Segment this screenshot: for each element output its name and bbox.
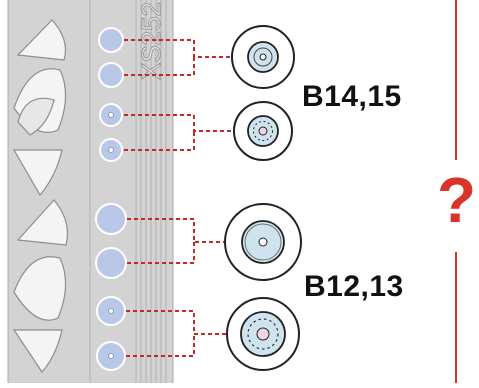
divider-line-top	[455, 0, 457, 160]
pe-disc-b13	[95, 247, 127, 279]
label-b12-13: B12,13	[304, 270, 404, 303]
wheel-detail-b14-15-outer	[231, 25, 295, 89]
leader-b12-13-outer	[127, 218, 226, 264]
frame-parts	[12, 19, 69, 373]
leader-b14-15-outer	[124, 39, 232, 76]
windscreen-part-icon	[13, 256, 67, 321]
windscreen-part-icon	[16, 199, 69, 246]
photo-etch-fret: XS252	[7, 0, 174, 386]
fret-sprue-lines	[89, 0, 167, 383]
windscreen-part-icon	[12, 329, 63, 373]
windscreen-part-icon	[12, 149, 63, 197]
label-b14-15: B14,15	[302, 80, 402, 113]
pe-disc-b15	[98, 62, 124, 88]
pe-discs	[95, 27, 127, 371]
leader-lines	[124, 39, 234, 357]
leader-b12-13-inner	[126, 310, 228, 357]
wheel-detail-b14-15-inner	[233, 101, 293, 161]
divider-line-bottom	[455, 252, 457, 383]
pe-disc-b14	[98, 27, 124, 53]
wheel-detail-b12-13-outer	[224, 203, 302, 281]
windscreen-part-icon	[17, 97, 55, 136]
windscreen-part-icon	[16, 19, 67, 61]
wheel-detail-b12-13-inner	[226, 297, 300, 371]
leader-b14-15-inner	[124, 114, 234, 151]
question-mark-icon: ?	[437, 164, 477, 236]
pe-disc-b12	[95, 203, 127, 235]
